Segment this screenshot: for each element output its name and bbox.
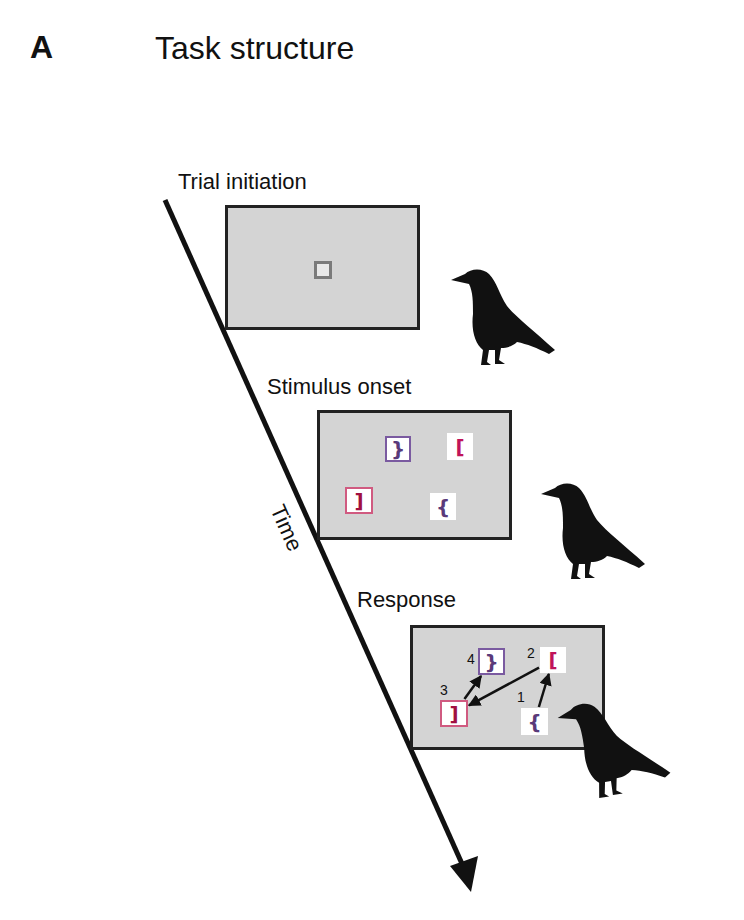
crow-silhouette (451, 270, 555, 366)
panel-letter: A (30, 30, 53, 65)
stimulus-glyph: { (436, 497, 450, 517)
stimulus-glyph: [ (548, 650, 557, 670)
stimulus-glyph: ] (449, 704, 458, 724)
stimulus-box: { (430, 493, 456, 520)
response-arrow (539, 674, 549, 707)
crow-silhouette (556, 693, 672, 802)
stimulus-glyph: [ (455, 437, 464, 457)
axis-label: Time (265, 501, 307, 555)
time-arrowhead (450, 856, 478, 892)
phase-label: Trial initiation (178, 169, 307, 195)
stimulus-box: ] (440, 700, 468, 727)
stimulus-glyph: } (484, 652, 498, 672)
figure-title: Task structure (155, 30, 354, 67)
stimulus-box: { (521, 708, 548, 735)
callout-number: 1 (516, 690, 526, 704)
response-arrow (464, 676, 481, 699)
stimulus-box: } (385, 436, 411, 462)
phase-label: Response (357, 587, 456, 613)
stimulus-glyph: } (391, 439, 405, 459)
stimulus-glyph: ] (354, 491, 363, 511)
stimulus-box: [ (540, 647, 566, 673)
stimulus-glyph: { (527, 712, 541, 732)
callout-number: 4 (466, 652, 476, 666)
stimulus-box: [ (447, 433, 473, 460)
display-screen: Stimulus onset}[]{ (317, 410, 512, 540)
stimulus-box: } (478, 648, 505, 675)
stimulus-box: ] (345, 487, 373, 514)
fixation-square (316, 263, 331, 278)
callout-number: 3 (439, 683, 449, 697)
phase-label: Stimulus onset (267, 374, 411, 400)
response-arrow (469, 668, 539, 706)
crow-silhouette (541, 484, 645, 580)
callout-number: 2 (526, 646, 536, 660)
